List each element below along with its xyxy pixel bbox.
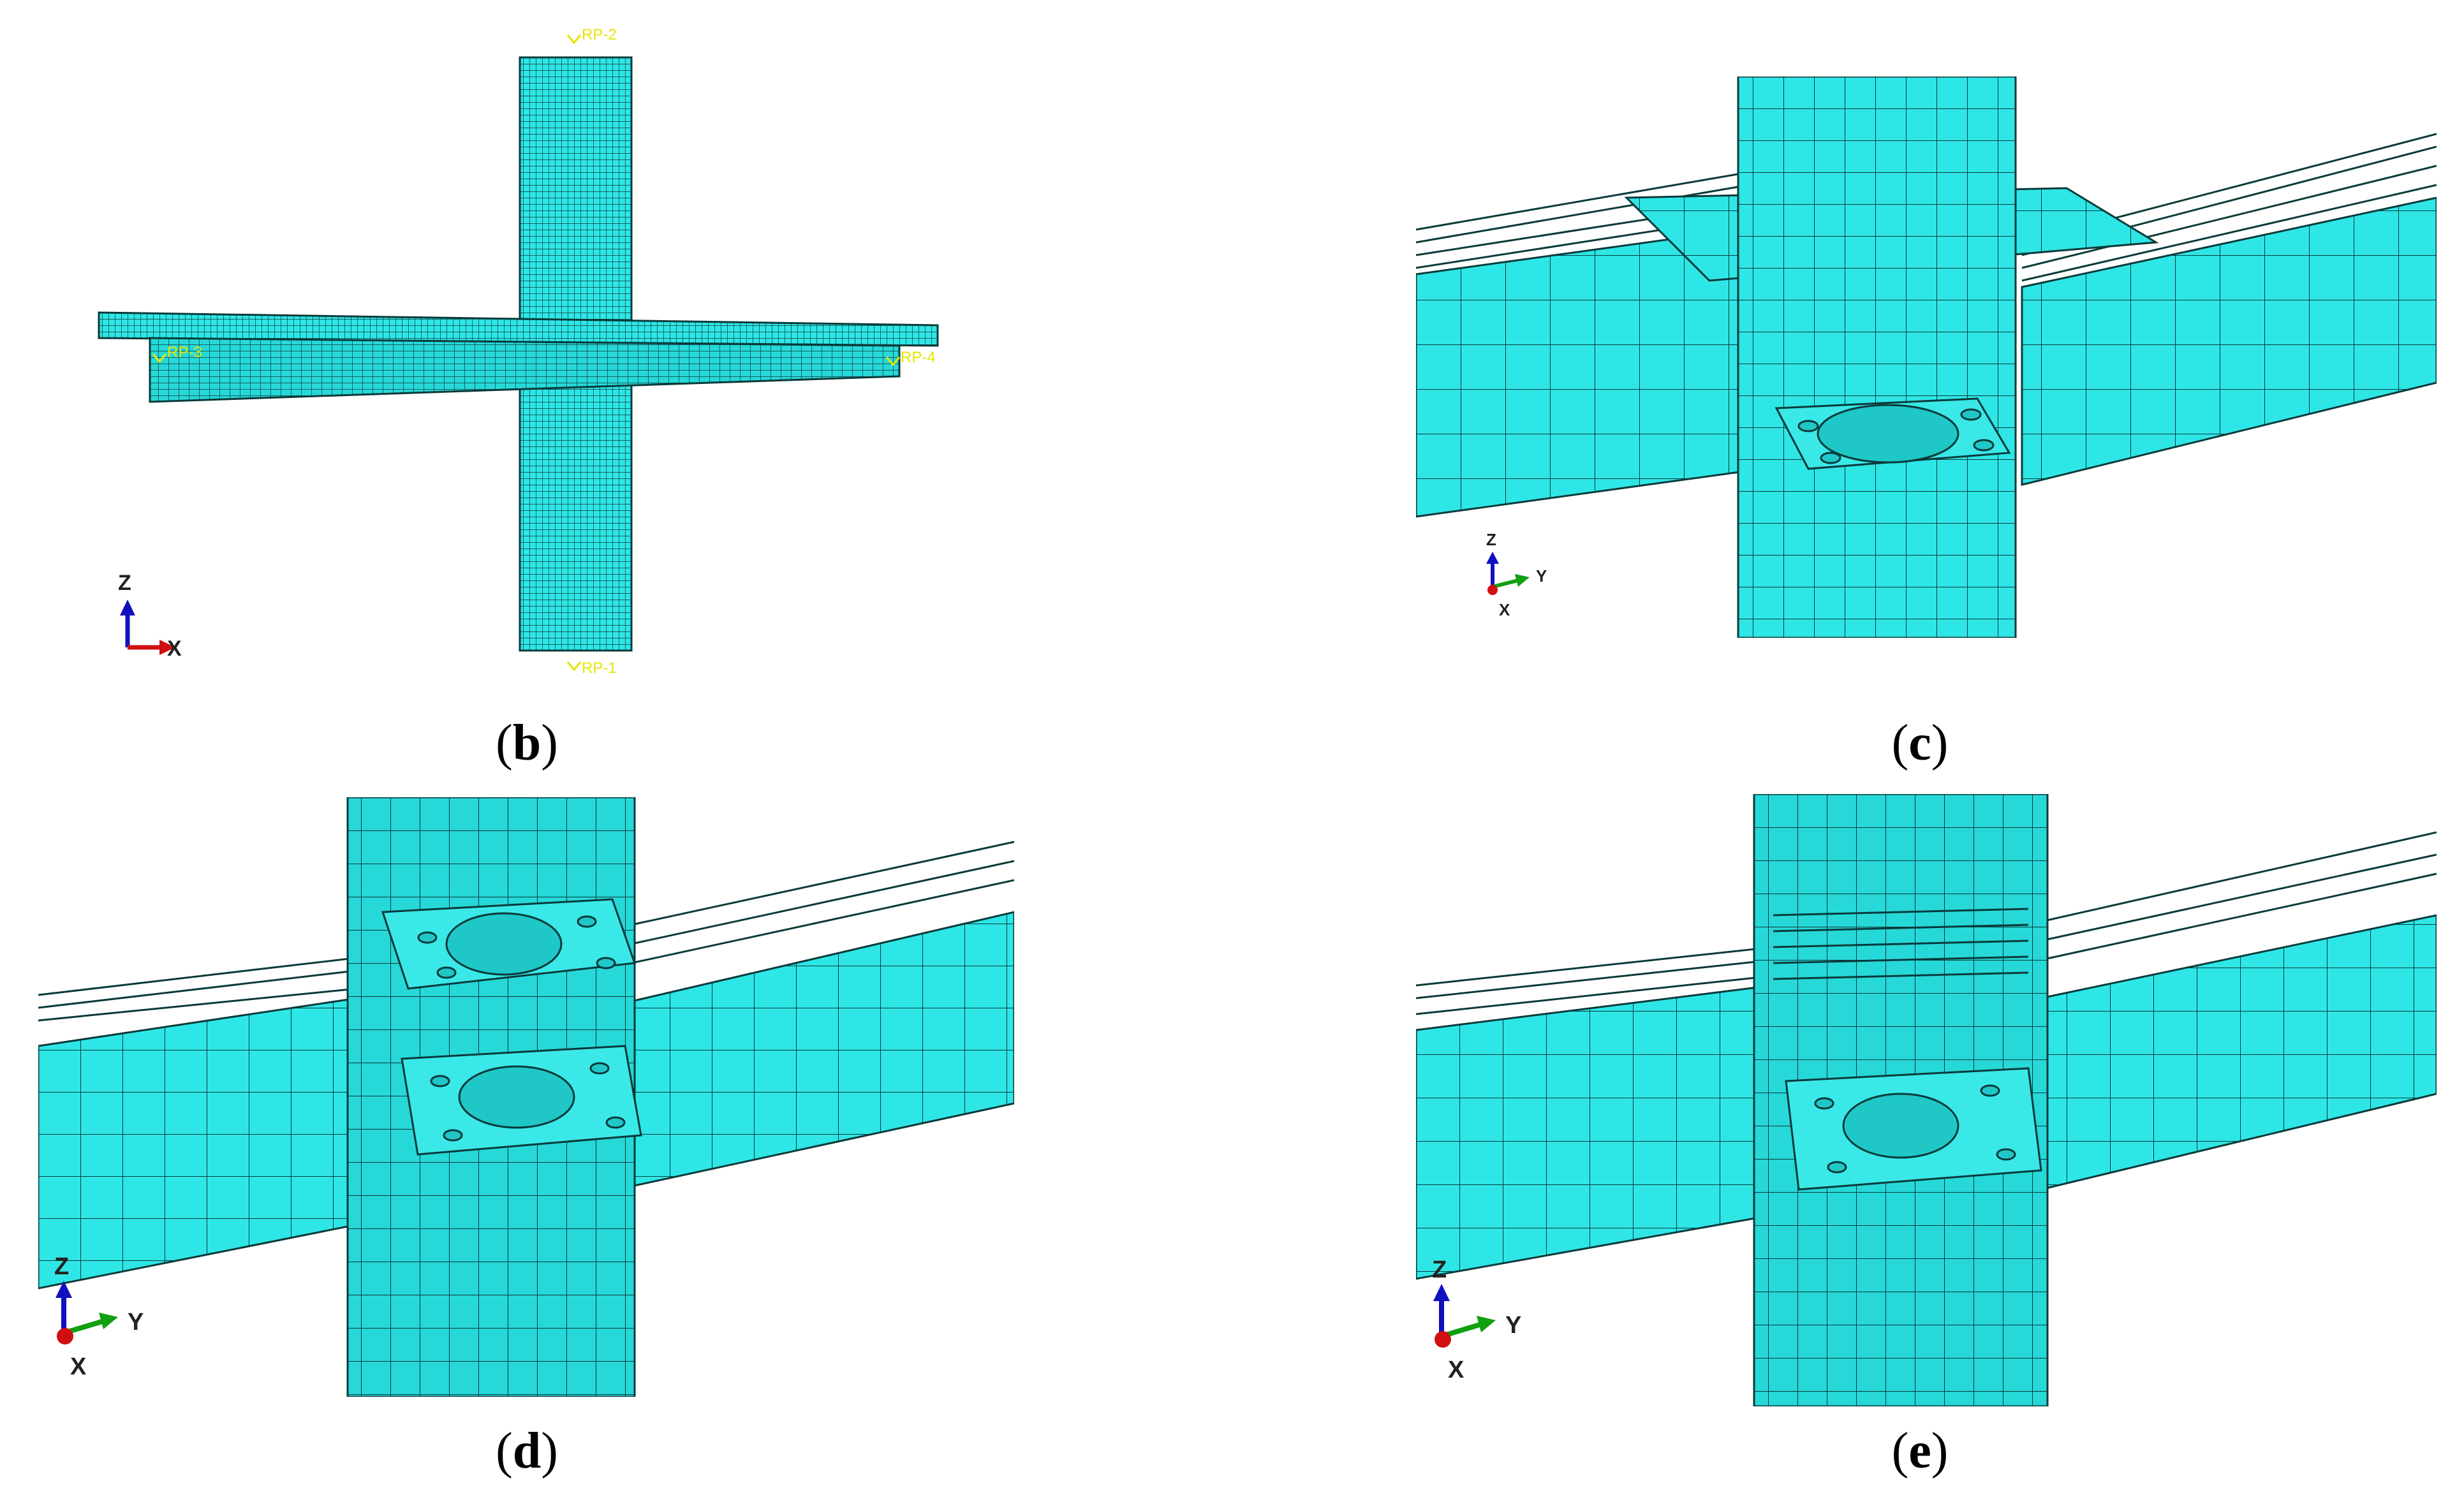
bolt-holes: [1814, 1084, 2016, 1174]
beam-right: [630, 911, 1014, 1188]
bolt-holes: [1797, 408, 1995, 464]
axis-label-z: Z: [1432, 1256, 1447, 1283]
caption-e: (e): [1891, 1423, 1949, 1479]
beam-right: [2040, 914, 2437, 1191]
plate-hole-lower: [458, 1065, 575, 1129]
panel-b-figure: RP-2 RP-3 RP-4 RP-1 Z X: [26, 13, 995, 695]
axis-triad-b: Z X: [118, 571, 182, 661]
axis-label-y: Y: [1536, 566, 1547, 585]
ref-point-label-2: RP-2: [582, 26, 617, 43]
plate-hole-upper: [445, 912, 563, 976]
column-lower: [519, 369, 633, 652]
axis-triad-c: Z Y X: [1486, 530, 1547, 619]
column-upper: [519, 56, 633, 346]
axis-label-x: X: [1499, 600, 1510, 619]
panel-c-figure: Z Y X: [1416, 77, 2437, 638]
internal-stiffener-lines: [1773, 908, 2029, 980]
beam-top-flange: [98, 311, 939, 347]
panel-d-figure: Z Y X: [38, 797, 1014, 1397]
axis-label-x: X: [1448, 1357, 1464, 1383]
caption-b: (b): [496, 715, 558, 771]
axis-label-y: Y: [128, 1309, 144, 1336]
axis-label-z: Z: [54, 1253, 69, 1280]
axis-triad-d: Z Y X: [54, 1253, 144, 1380]
ref-point-label-4: RP-4: [901, 349, 936, 366]
panel-e-mesh: Z Y X: [1416, 794, 2437, 1406]
panel-c-mesh: Z Y X: [1416, 77, 2437, 638]
beam-rebar-lines: [1416, 831, 2437, 1015]
axis-label-z: Z: [118, 571, 131, 595]
panel-e-figure: Z Y X: [1416, 794, 2437, 1406]
ref-point-label-1: RP-1: [582, 659, 617, 677]
beam-right: [2021, 196, 2437, 486]
bolt-holes: [417, 915, 626, 1142]
beam-left: [1416, 984, 1774, 1280]
plate-hole: [1842, 1093, 1959, 1159]
panel-d-mesh: Z Y X: [38, 797, 1014, 1397]
column: [1737, 77, 2017, 638]
axis-label-x: X: [70, 1353, 87, 1380]
axis-label-x: X: [167, 637, 182, 661]
caption-c: (c): [1891, 715, 1949, 771]
ref-point-markers: [152, 34, 901, 672]
ref-point-label-3: RP-3: [167, 344, 202, 361]
axis-label-z: Z: [1486, 530, 1496, 549]
caption-d: (d): [496, 1423, 558, 1479]
plate-hole: [1817, 404, 1959, 464]
axis-triad-e: Z Y X: [1432, 1256, 1521, 1383]
axis-label-y: Y: [1505, 1312, 1521, 1339]
panel-b-mesh: RP-2 RP-3 RP-4 RP-1 Z X: [98, 26, 939, 677]
beam-web: [149, 337, 901, 403]
